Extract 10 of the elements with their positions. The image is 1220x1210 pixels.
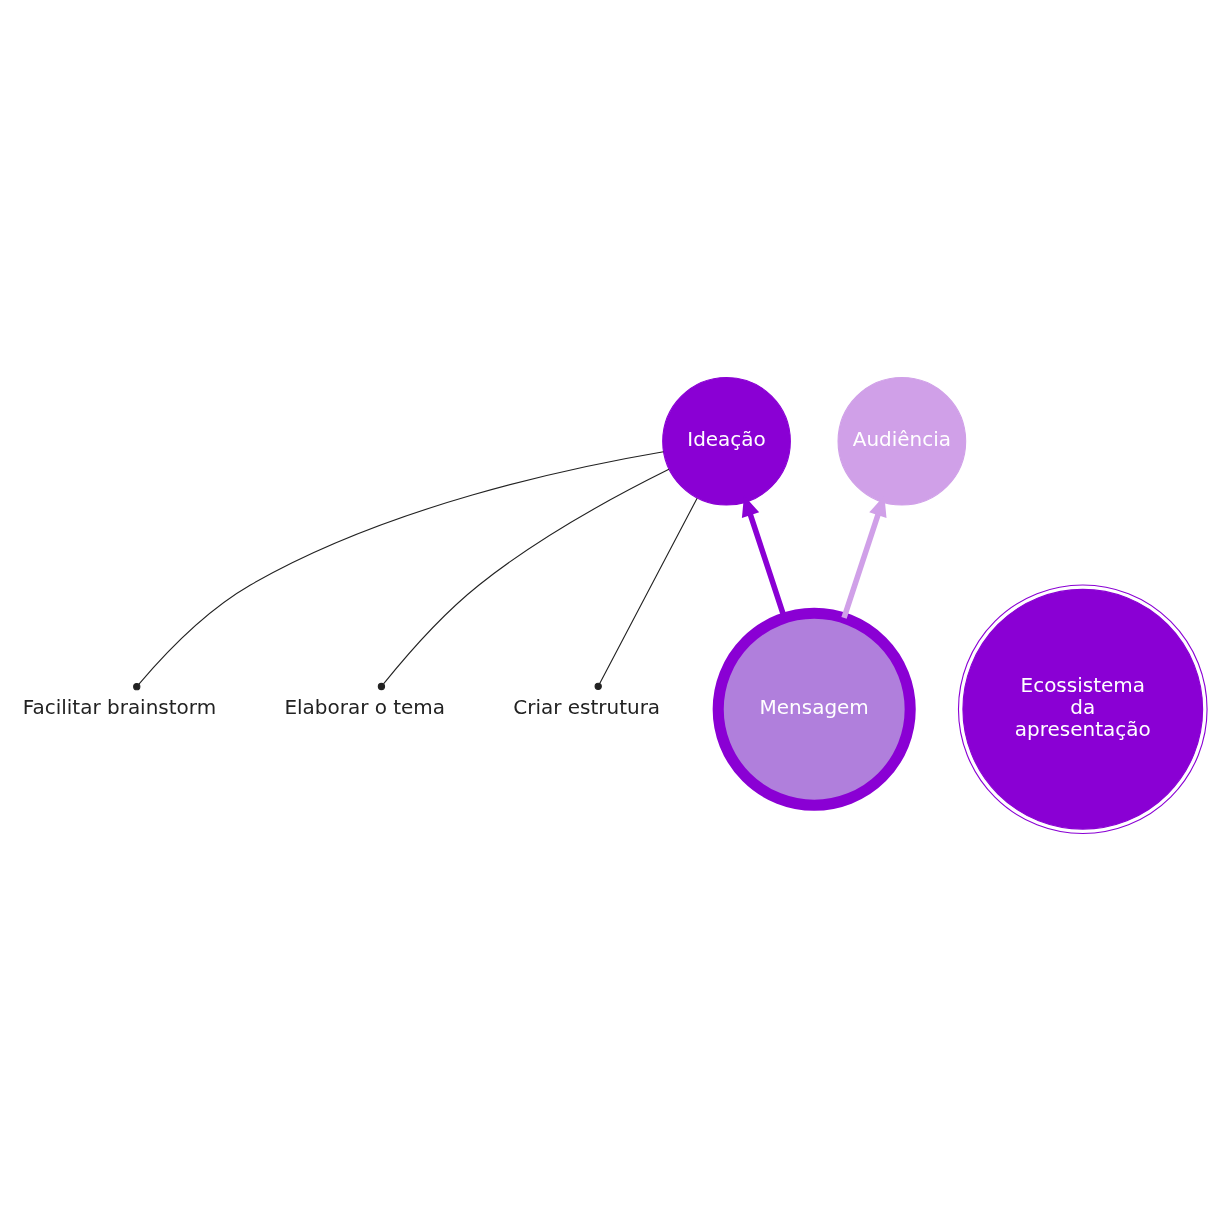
node-text: Criar estrutura [513, 694, 661, 719]
connector [133, 450, 665, 690]
node-circle: Audiência [837, 376, 967, 506]
node-text: Facilitar brainstorm [22, 694, 217, 719]
connector [377, 468, 670, 690]
node-circle: Mensagem [712, 607, 916, 811]
node-circle: Ecossistema da apresentação [957, 583, 1208, 834]
connector [594, 497, 698, 690]
node-text: Elaborar o tema [284, 694, 446, 719]
node-circle: Ideação [662, 376, 791, 506]
